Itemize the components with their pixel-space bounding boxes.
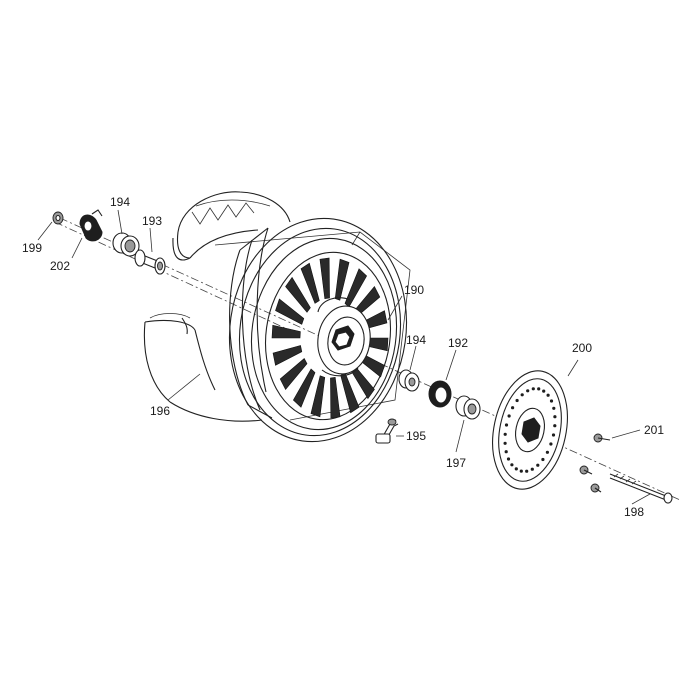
spoke (275, 298, 305, 325)
disc-hole (537, 387, 541, 391)
disc-hole (526, 389, 530, 393)
disc-hole (504, 450, 508, 454)
callout-194-right: 194 (406, 333, 426, 347)
left-parts (52, 209, 166, 275)
disc-hole (541, 457, 545, 462)
disc-hole (520, 393, 524, 397)
callout-192: 192 (448, 336, 468, 350)
disc-hole (530, 467, 534, 471)
spoke (271, 324, 301, 339)
disc-hole (549, 442, 553, 446)
disc-hole (531, 387, 535, 391)
callout-200: 200 (572, 341, 592, 355)
callout-199: 199 (22, 241, 42, 255)
spoke (334, 258, 350, 301)
disc-hole (525, 469, 529, 473)
disc-hole (536, 463, 540, 467)
disc-hole (545, 450, 550, 454)
disc-bolts (579, 433, 611, 493)
disc-hole (507, 414, 511, 418)
spoke (292, 368, 316, 408)
valve (375, 418, 399, 444)
spoke (279, 358, 308, 390)
callout-197: 197 (446, 456, 466, 470)
disc-hole (542, 389, 546, 393)
spoke (319, 257, 330, 299)
disc-hole (504, 423, 509, 427)
callout-193: 193 (142, 214, 162, 228)
disc-hole (503, 441, 507, 445)
callout-195: 195 (406, 429, 426, 443)
callout-202: 202 (50, 259, 70, 273)
disc-hole (551, 433, 556, 437)
callout-190: 190 (404, 283, 424, 297)
disc-hole (546, 393, 550, 397)
rim (228, 217, 408, 443)
disc-hole (515, 398, 519, 403)
disc-hole (506, 457, 511, 461)
callout-198: 198 (624, 505, 644, 519)
spoke (340, 372, 360, 414)
brake-disc (492, 370, 568, 490)
axle (609, 473, 673, 504)
disc-hole (519, 469, 523, 473)
disc-hole (514, 467, 518, 471)
callout-196: 196 (150, 404, 170, 418)
callouts: 194 193 199 202 196 190 194 192 195 197 … (22, 195, 664, 519)
disc-hole (553, 415, 557, 419)
disc-hole (552, 406, 556, 410)
disc-hole (510, 406, 515, 410)
right-parts (398, 369, 481, 420)
spokes (271, 257, 389, 419)
spoke (285, 276, 311, 313)
spoke (330, 377, 341, 419)
disc-hole (553, 424, 557, 428)
tyre (143, 191, 291, 422)
spoke (310, 375, 326, 418)
section-plane-outline (214, 231, 411, 421)
disc-hole (549, 399, 554, 403)
callout-194-left: 194 (110, 195, 130, 209)
hub (317, 297, 371, 377)
spoke (272, 345, 303, 366)
disc-hole (503, 432, 507, 436)
callout-201: 201 (644, 423, 664, 437)
disc-hole (510, 463, 514, 467)
spoke (300, 262, 320, 304)
leader-lines (37, 209, 651, 505)
